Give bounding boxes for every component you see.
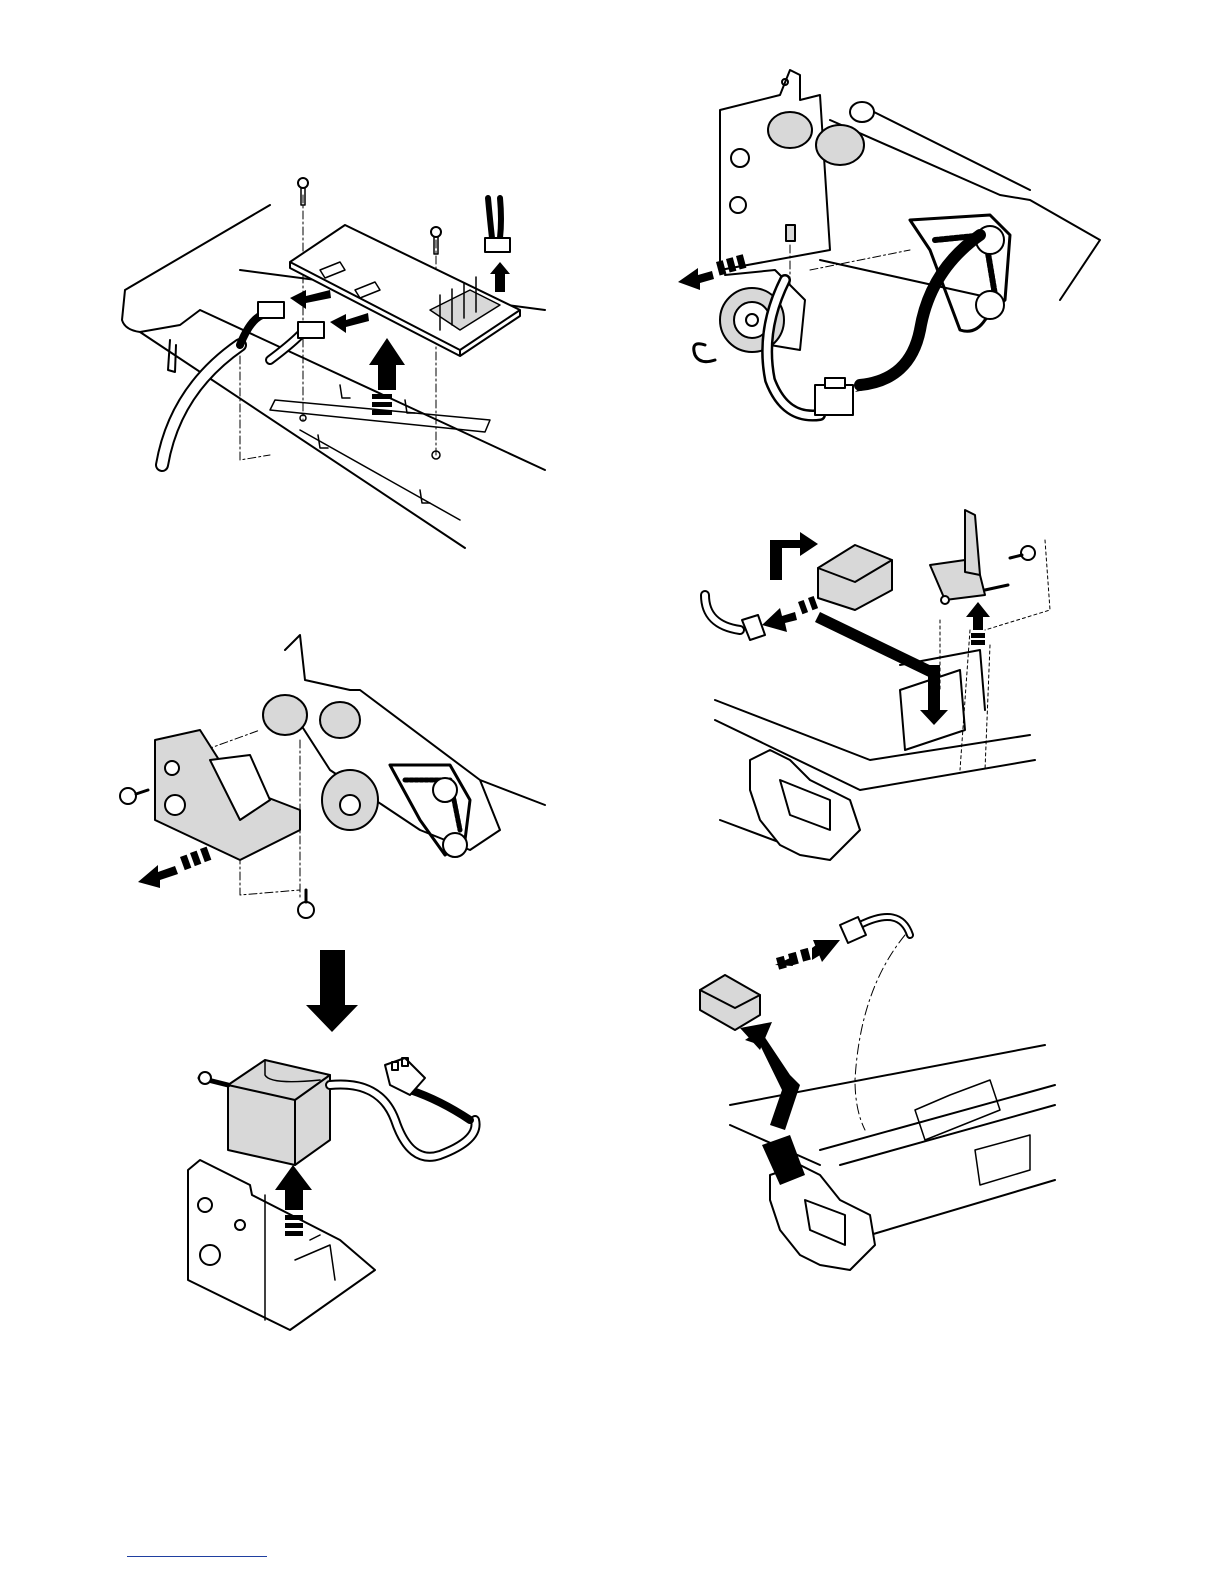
figure-sensor-unit-removal [700, 917, 1055, 1270]
pulley [976, 291, 1004, 319]
screw-icon [120, 788, 148, 804]
connector-icon [742, 615, 765, 640]
frame-hole [730, 197, 746, 213]
harness-icon [162, 302, 284, 465]
harness-icon [330, 1084, 476, 1156]
pulley [443, 833, 467, 857]
e-ring-icon [694, 344, 715, 362]
frame-hole [731, 149, 749, 167]
figure-sensor-removal [705, 510, 1050, 860]
actuator-icon [930, 510, 1008, 600]
cam-housing [750, 750, 860, 860]
step-arrow [306, 950, 358, 1032]
frame-hole [165, 795, 185, 815]
footer-rule [127, 1556, 267, 1557]
figure-pwb-removal [122, 178, 545, 548]
harness-icon [705, 595, 740, 630]
figure-solenoid-removal [188, 1058, 476, 1330]
solenoid-icon [199, 1060, 330, 1165]
sensor-icon [818, 545, 892, 610]
figure-clutch-removal [678, 70, 1100, 416]
harness-icon [485, 198, 510, 252]
screw-icon [298, 890, 314, 918]
base-rail [270, 400, 490, 520]
side-frame [720, 70, 830, 270]
sensor-icon [700, 975, 760, 1030]
cable-route [855, 935, 905, 1130]
screw-icon [1010, 546, 1035, 560]
spring-pin [786, 225, 795, 241]
figure-cover-removal [120, 635, 545, 918]
pulley [433, 778, 457, 802]
remove-arrow [138, 847, 211, 888]
connector-icon [815, 378, 853, 415]
frame-hole [165, 761, 179, 775]
rear-frame [285, 635, 545, 850]
screw-hole [941, 596, 949, 604]
harness-icon [860, 917, 910, 935]
